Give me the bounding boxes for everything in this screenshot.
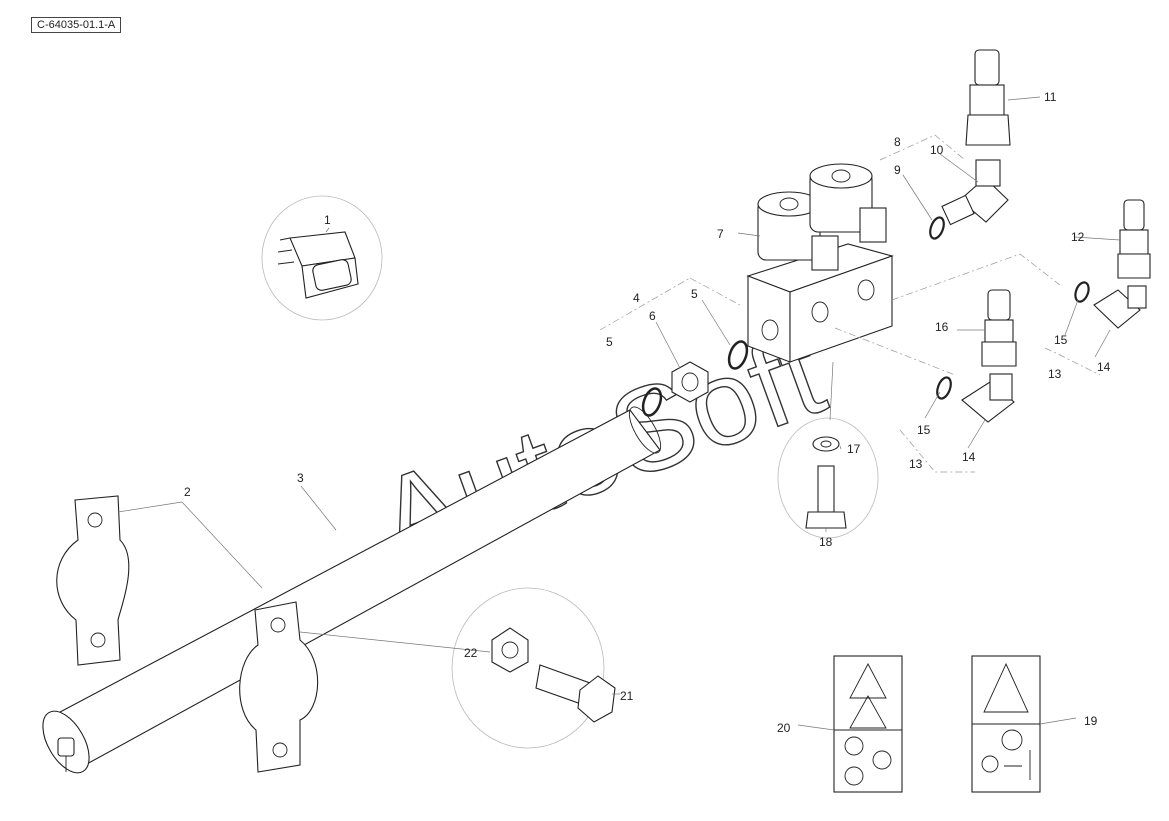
callout-15a: 15 [1054,333,1068,347]
part-elbow-10 [929,159,1009,240]
leader-lines [117,96,1121,731]
callout-1: 1 [324,213,331,227]
drawing-reference: C-64035-01.1-A [31,17,122,33]
axis-lines [599,134,1101,473]
callout-9: 9 [894,163,901,177]
part-clamp-left [56,495,130,666]
callout-13a: 13 [1048,367,1062,381]
part-elbow-14-upper [1074,281,1147,329]
part-elbow-14-lower [936,373,1015,423]
callout-13b: 13 [909,457,923,471]
part-bolt-nut-detail [451,587,616,749]
callout-11: 11 [1044,90,1057,104]
decal-19 [971,655,1041,793]
part-seals-left [641,340,749,417]
callout-2: 2 [184,485,191,499]
callout-4: 4 [633,291,640,305]
callout-19: 19 [1084,714,1098,728]
part-hose-16 [981,289,1017,367]
callout-17: 17 [847,442,861,456]
callout-18: 18 [819,535,833,549]
callout-14a: 14 [1097,360,1111,374]
callout-14b: 14 [962,450,976,464]
callout-20: 20 [777,721,791,735]
part-clamp-right [239,601,319,773]
part-valve-block [746,163,894,363]
callout-5a: 5 [606,335,613,349]
callout-7: 7 [717,227,724,241]
decal-20 [833,655,903,793]
callout-16: 16 [935,320,949,334]
part-switch [261,195,383,321]
part-cylinder [42,406,662,774]
callout-15b: 15 [917,423,931,437]
callout-12: 12 [1071,230,1085,244]
callout-5b: 5 [691,287,698,301]
callout-labels: 1 2 3 4 5 5 6 7 8 9 10 11 12 13 13 14 14… [184,90,1111,735]
callout-22: 22 [464,646,478,660]
part-hose-11 [965,49,1011,146]
callout-6: 6 [649,309,656,323]
callout-8: 8 [894,135,901,149]
callout-3: 3 [297,471,304,485]
part-hose-12 [1117,199,1151,279]
callout-21: 21 [620,689,634,703]
part-washer-bolt-detail [777,417,879,539]
callout-10: 10 [930,143,944,157]
